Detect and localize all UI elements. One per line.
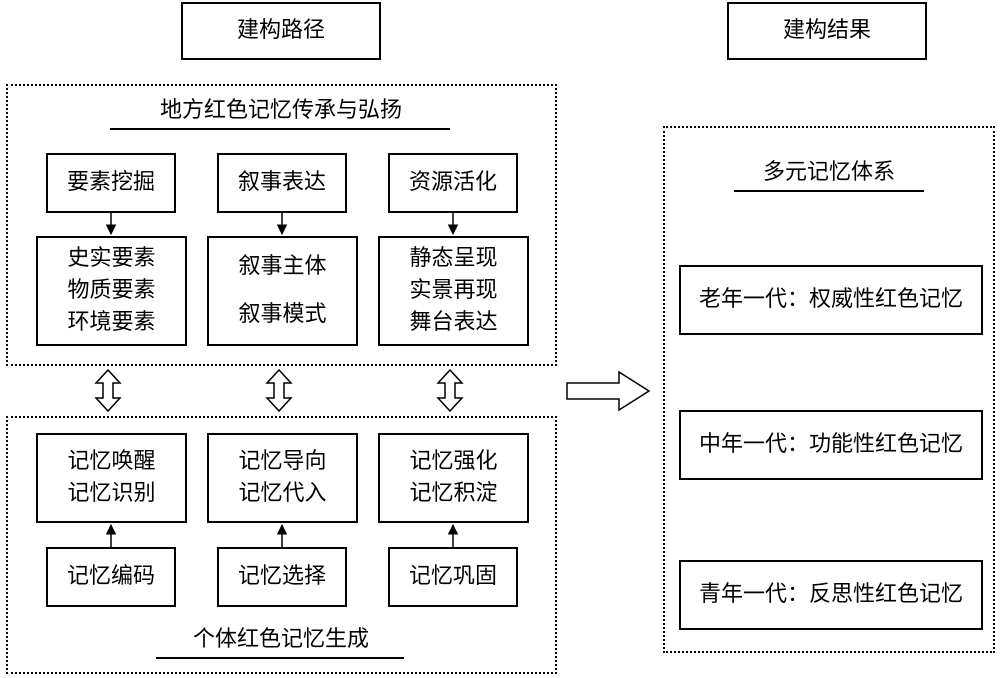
top-group-title: 地方红色记忆传承与弘扬: [159, 98, 402, 123]
elder-generation-label: 老年一代：权威性红色记忆: [698, 287, 963, 312]
top-group-frame: [6, 84, 557, 366]
memory-select-label: 记忆选择: [237, 564, 326, 589]
memory-guide-item: 记忆导向: [238, 449, 327, 474]
resource-detail-item: 实景再现: [409, 278, 498, 303]
header-path-label: 建构路径: [236, 18, 325, 43]
memory-awaken-box: 记忆唤醒 记忆识别: [36, 433, 187, 523]
narrative-detail-item: 叙事模式: [238, 302, 327, 327]
memory-awaken-item: 记忆识别: [67, 481, 156, 506]
memory-encode-box: 记忆编码: [46, 547, 176, 607]
memory-strengthen-item: 记忆强化: [409, 449, 498, 474]
memory-guide-item: 记忆代入: [238, 481, 327, 506]
element-detail-item: 环境要素: [67, 310, 156, 335]
double-arrow-2: [265, 368, 293, 413]
bottom-group-title: 个体红色记忆生成: [192, 627, 369, 652]
elder-generation-box: 老年一代：权威性红色记忆: [679, 265, 983, 335]
memory-strengthen-box: 记忆强化 记忆积淀: [378, 433, 529, 523]
bottom-group-title-underline: [156, 657, 404, 659]
resource-detail-box: 静态呈现 实景再现 舞台表达: [378, 236, 529, 346]
memory-awaken-item: 记忆唤醒: [67, 449, 156, 474]
memory-consolidate-label: 记忆巩固: [408, 564, 497, 589]
result-group-frame: [663, 126, 995, 653]
memory-strengthen-item: 记忆积淀: [409, 481, 498, 506]
bottom-group-frame: [6, 416, 557, 674]
memory-guide-box: 记忆导向 记忆代入: [207, 433, 358, 523]
element-mining-box: 要素挖掘: [46, 153, 176, 213]
narrative-expression-label: 叙事表达: [237, 170, 326, 195]
element-detail-item: 物质要素: [67, 278, 156, 303]
result-group-title: 多元记忆体系: [762, 160, 895, 185]
narrative-detail-box: 叙事主体 叙事模式: [207, 236, 358, 346]
double-arrow-3: [436, 368, 464, 413]
resource-detail-item: 舞台表达: [409, 310, 498, 335]
memory-consolidate-box: 记忆巩固: [388, 547, 518, 607]
result-group-title-underline: [734, 190, 924, 192]
middle-generation-box: 中年一代：功能性红色记忆: [679, 410, 983, 480]
narrative-detail-item: 叙事主体: [238, 254, 327, 279]
header-result-box: 建构结果: [727, 2, 927, 60]
element-mining-label: 要素挖掘: [66, 170, 155, 195]
element-detail-item: 史实要素: [67, 246, 156, 271]
big-right-arrow: [566, 370, 651, 412]
double-arrow-1: [94, 368, 122, 413]
memory-select-box: 记忆选择: [217, 547, 347, 607]
narrative-expression-box: 叙事表达: [217, 153, 347, 213]
element-detail-box: 史实要素 物质要素 环境要素: [36, 236, 187, 346]
youth-generation-label: 青年一代：反思性红色记忆: [698, 582, 963, 607]
resource-activation-label: 资源活化: [408, 170, 497, 195]
header-result-label: 建构结果: [782, 18, 871, 43]
resource-activation-box: 资源活化: [388, 153, 518, 213]
header-path-box: 建构路径: [181, 2, 381, 60]
resource-detail-item: 静态呈现: [409, 246, 498, 271]
top-group-title-underline: [110, 128, 450, 130]
youth-generation-box: 青年一代：反思性红色记忆: [679, 560, 983, 630]
middle-generation-label: 中年一代：功能性红色记忆: [698, 432, 963, 457]
memory-encode-label: 记忆编码: [66, 564, 155, 589]
